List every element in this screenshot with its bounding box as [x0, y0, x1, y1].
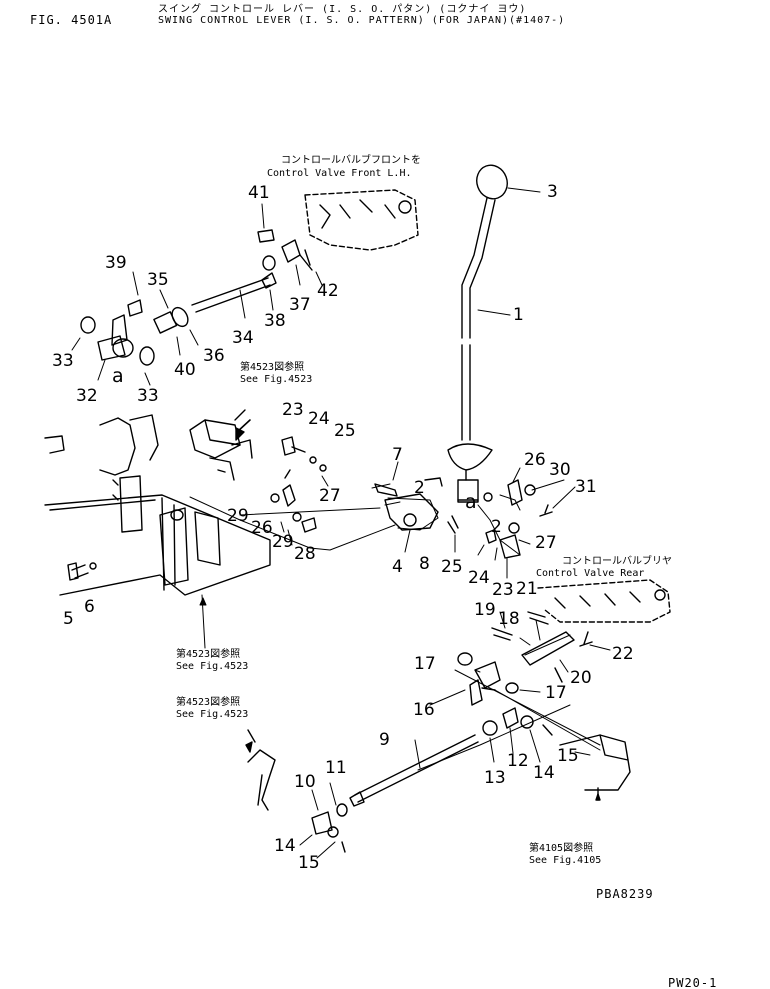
callout-8: 8: [419, 554, 430, 574]
note-see4523-a-en: See Fig.4523: [240, 374, 313, 385]
callout-14: 14: [274, 836, 296, 856]
callout-17: 17: [414, 654, 436, 674]
callout-27: 27: [535, 533, 557, 553]
title-english: SWING CONTROL LEVER (I. S. O. PATTERN) (…: [158, 15, 566, 26]
lower-rod: [312, 708, 552, 852]
adjuster-parts-left: [271, 437, 326, 532]
callout-18: 18: [498, 609, 520, 629]
callout-23: 23: [492, 580, 514, 600]
callout-30: 30: [549, 460, 571, 480]
callout-12: 12: [507, 751, 529, 771]
lower-left-lever: [246, 730, 275, 810]
callout-1: 1: [513, 305, 524, 325]
note-see4523-a-jp: 第4523図参照: [240, 362, 305, 373]
callout-23: 23: [282, 400, 304, 420]
note-see4523-b-en: See Fig.4523: [176, 661, 249, 672]
callout-29: 29: [227, 506, 249, 526]
note-cv-front-en: Control Valve Front L.H.: [267, 168, 412, 179]
callout-7: 7: [392, 445, 403, 465]
callout-32: 32: [76, 386, 98, 406]
callout-15: 15: [557, 746, 579, 766]
callout-17: 17: [545, 683, 567, 703]
lower-pivot-parts: [458, 612, 592, 705]
adjuster-parts-right: [484, 480, 552, 558]
callout-42: 42: [317, 281, 339, 301]
callout-39: 39: [105, 253, 127, 273]
yoke-assembly: [375, 478, 458, 533]
control-valve-rear: [538, 580, 670, 622]
leader-lines: [72, 188, 610, 858]
control-lever: [448, 161, 512, 502]
callout-40: 40: [174, 360, 196, 380]
callout-34: 34: [232, 328, 254, 348]
callout-19: 19: [474, 600, 496, 620]
callout-37: 37: [289, 295, 311, 315]
callout-26: 26: [524, 450, 546, 470]
callout-31: 31: [575, 477, 597, 497]
callout-36: 36: [203, 346, 225, 366]
callout-41: 41: [248, 183, 270, 203]
callout-24: 24: [308, 409, 330, 429]
note-see4105-en: See Fig.4105: [529, 855, 602, 866]
callout-33: 33: [52, 351, 74, 371]
callout-5: 5: [63, 609, 74, 629]
callout-14: 14: [533, 763, 555, 783]
callout-26: 26: [251, 518, 273, 538]
callout-33: 33: [137, 386, 159, 406]
callout-11: 11: [325, 758, 347, 778]
drawing-number: PBA8239: [596, 887, 654, 901]
control-valve-front: [305, 190, 418, 250]
lever-stand-bracket: [45, 415, 270, 595]
callout-13: 13: [484, 768, 506, 788]
callout-25: 25: [441, 557, 463, 577]
callout-27: 27: [319, 486, 341, 506]
callout-a: a: [465, 491, 477, 513]
callout-9: 9: [379, 730, 390, 750]
callout-2: 2: [491, 517, 502, 537]
callout-21: 21: [516, 579, 538, 599]
callout-35: 35: [147, 270, 169, 290]
upper-linkage: [81, 230, 312, 365]
callout-6: 6: [84, 597, 95, 617]
title-japanese: スイング コントロール レバー (I. S. O. パタン) (コクナイ ヨウ): [158, 4, 527, 15]
callout-29: 29: [272, 532, 294, 552]
callout-28: 28: [294, 544, 316, 564]
callout-15: 15: [298, 853, 320, 873]
note-cv-rear-jp: コントロールバルブリヤ: [562, 556, 672, 567]
callout-38: 38: [264, 311, 286, 331]
callout-20: 20: [570, 668, 592, 688]
callout-22: 22: [612, 644, 634, 664]
callout-4: 4: [392, 557, 403, 577]
page-number: PW20-1: [668, 976, 718, 989]
figure-number: FIG. 4501A: [30, 13, 113, 27]
callout-16: 16: [413, 700, 435, 720]
note-see4105-jp: 第4105図参照: [529, 843, 594, 854]
callout-a: a: [112, 365, 124, 387]
swing-bracket: [560, 735, 630, 800]
middle-bracket: [190, 410, 252, 480]
note-cv-front-jp: コントロールバルブフロントを: [281, 155, 421, 166]
callout-10: 10: [294, 772, 316, 792]
callout-24: 24: [468, 568, 490, 588]
note-see4523-c-en: See Fig.4523: [176, 709, 249, 720]
note-see4523-c-jp: 第4523図参照: [176, 697, 241, 708]
callout-3: 3: [547, 182, 558, 202]
note-see4523-b-jp: 第4523図参照: [176, 649, 241, 660]
note-cv-rear-en: Control Valve Rear: [536, 568, 645, 579]
callout-2: 2: [414, 478, 425, 498]
callout-25: 25: [334, 421, 356, 441]
